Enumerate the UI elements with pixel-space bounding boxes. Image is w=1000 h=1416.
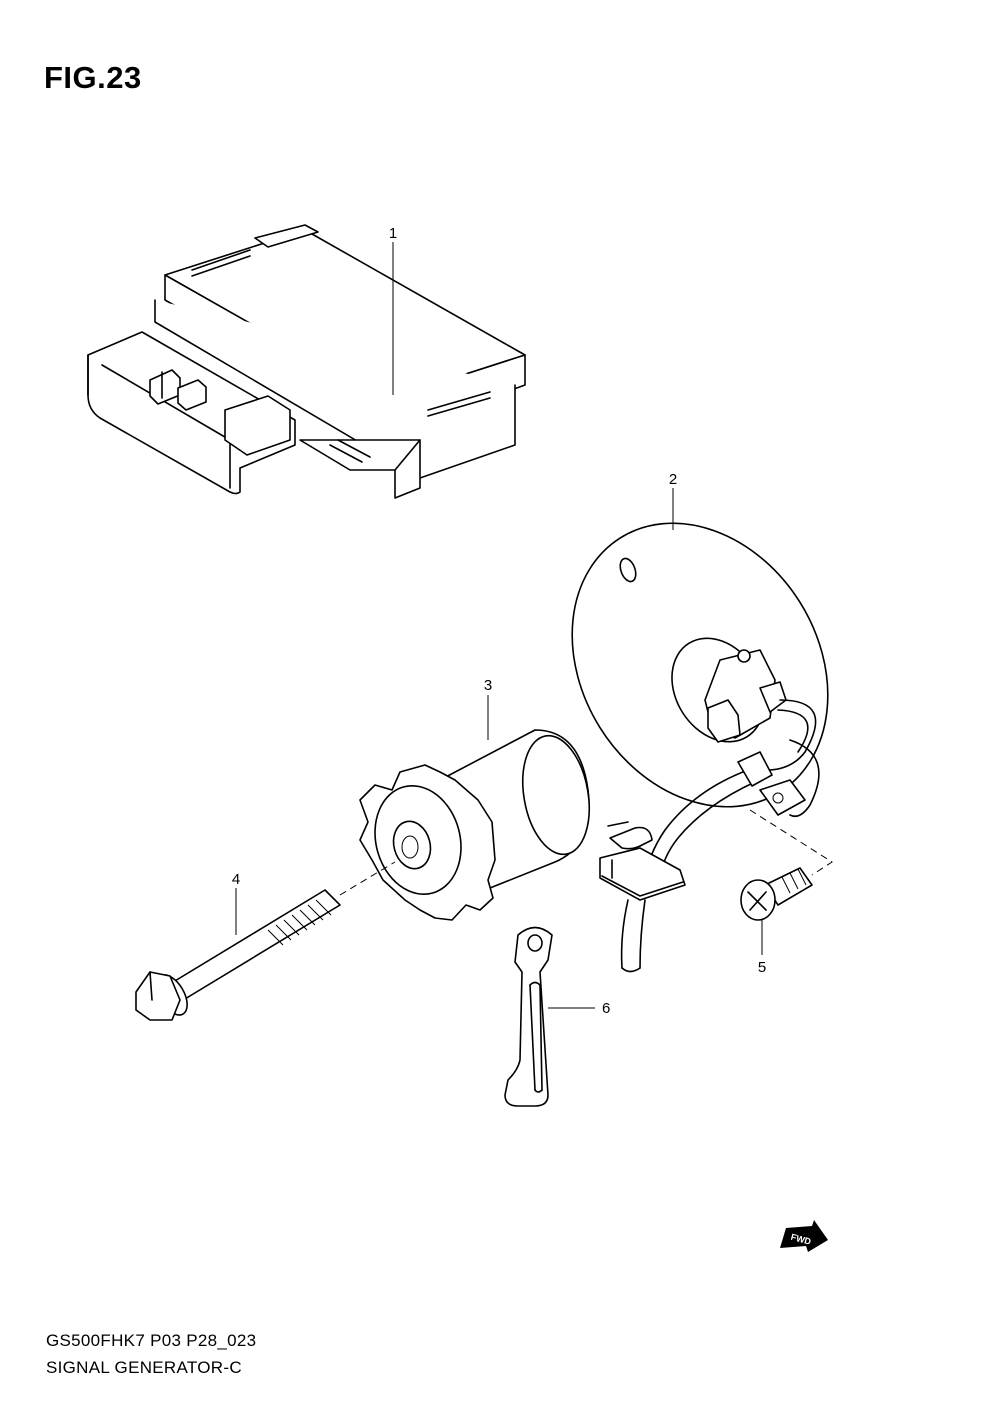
callout-6: 6 bbox=[602, 1000, 610, 1017]
fwd-arrow-icon: FWD bbox=[780, 1220, 828, 1252]
screw-drawing bbox=[740, 809, 833, 955]
ecm-unit-drawing bbox=[87, 224, 526, 499]
signal-generator-rotor-drawing bbox=[359, 695, 590, 921]
footer-code: GS500FHK7 P03 P28_023 bbox=[46, 1331, 257, 1350]
rotor-bolt-drawing bbox=[135, 861, 396, 1021]
signal-generator-plate-drawing bbox=[571, 488, 829, 973]
callout-2: 2 bbox=[669, 471, 677, 488]
figure-title: FIG.23 bbox=[44, 60, 142, 95]
callout-5: 5 bbox=[758, 959, 766, 976]
clamp-drawing bbox=[504, 926, 595, 1107]
callout-1: 1 bbox=[389, 225, 397, 242]
footer-name: SIGNAL GENERATOR-C bbox=[46, 1358, 242, 1377]
callout-4: 4 bbox=[232, 871, 240, 888]
callout-3: 3 bbox=[484, 677, 492, 694]
